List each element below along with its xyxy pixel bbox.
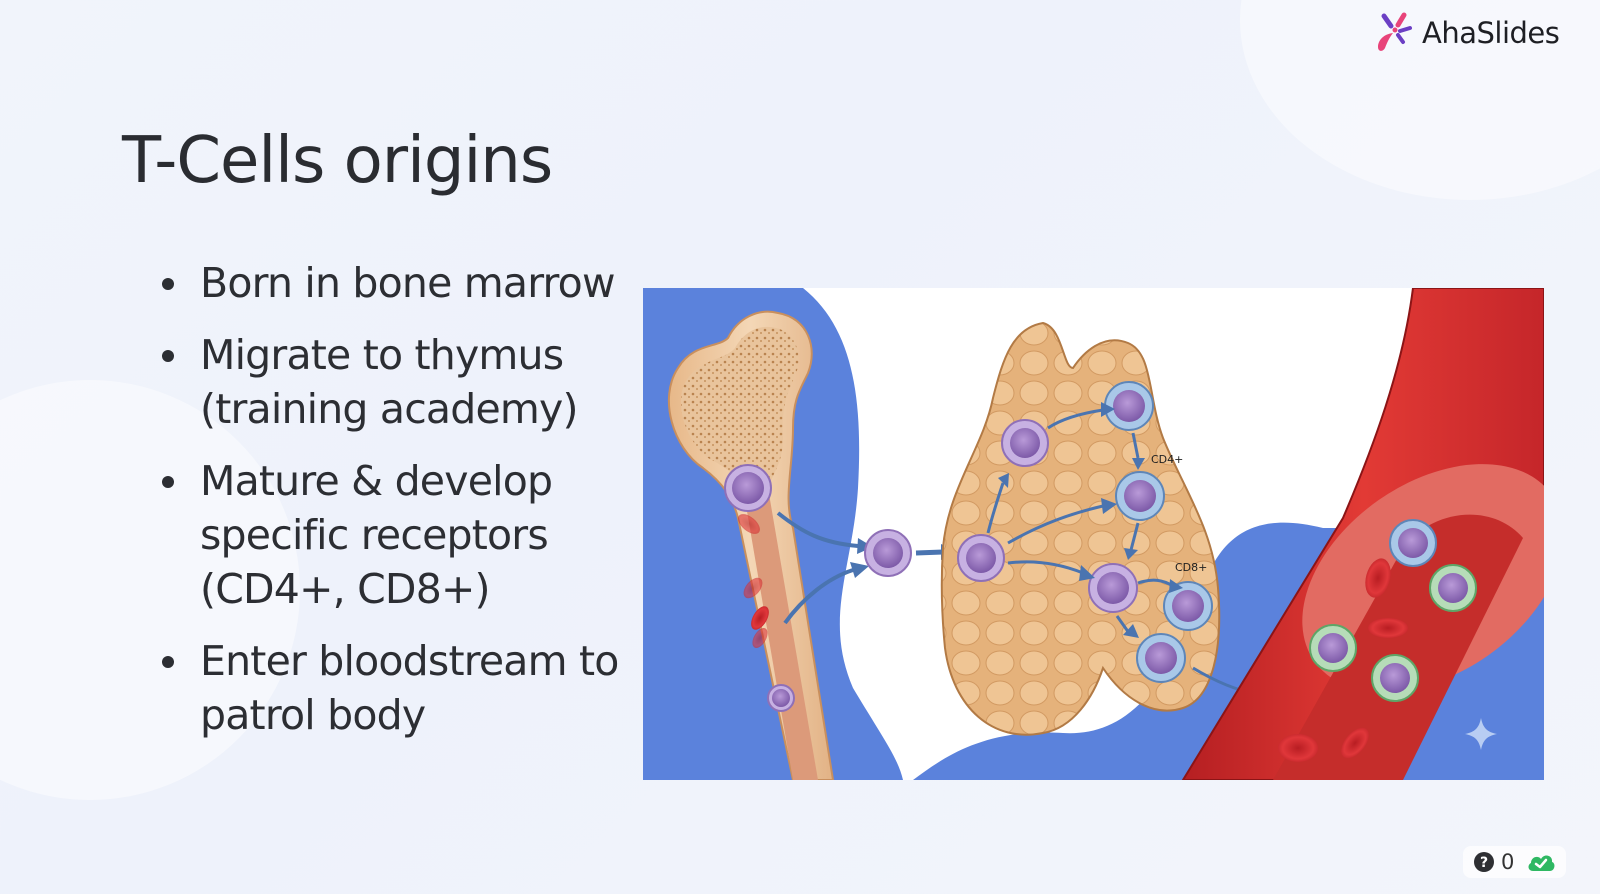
ahaslides-logo: AhaSlides	[1374, 12, 1560, 54]
bullet-dot-icon	[162, 656, 174, 668]
question-count: 0	[1501, 850, 1515, 874]
illustration-svg: CD4+ CD8+	[643, 288, 1544, 780]
ahaslides-logo-icon	[1378, 12, 1412, 51]
bullet-text: Enter bloodstream to patrol body	[200, 637, 619, 739]
bullet-item: Born in bone marrow	[160, 256, 620, 310]
slide-title: T-Cells origins	[122, 124, 553, 198]
bullet-dot-icon	[162, 278, 174, 290]
svg-text:CD4+: CD4+	[1151, 453, 1183, 466]
status-bar: ? 0	[1463, 846, 1567, 878]
bullet-dot-icon	[162, 350, 174, 362]
bullet-dot-icon	[162, 476, 174, 488]
bullet-list: Born in bone marrow Migrate to thymus (t…	[160, 256, 620, 760]
svg-text:CD8+: CD8+	[1175, 561, 1207, 574]
bullet-item: Enter bloodstream to patrol body	[160, 634, 620, 742]
bullet-text: Mature & develop specific receptors (CD4…	[200, 457, 553, 613]
brand-name: AhaSlides	[1422, 16, 1560, 50]
sparkle-icon	[1465, 718, 1497, 750]
bullet-item: Mature & develop specific receptors (CD4…	[160, 454, 620, 616]
svg-text:?: ?	[1480, 855, 1488, 871]
question-circle-icon[interactable]: ?	[1473, 851, 1495, 873]
bullet-text: Migrate to thymus (training academy)	[200, 331, 579, 433]
cloud-check-icon	[1528, 855, 1555, 871]
bullet-text: Born in bone marrow	[200, 259, 616, 307]
red-blood-cell	[738, 514, 760, 534]
tcell-journey-illustration: CD4+ CD8+	[643, 288, 1544, 780]
bullet-item: Migrate to thymus (training academy)	[160, 328, 620, 436]
